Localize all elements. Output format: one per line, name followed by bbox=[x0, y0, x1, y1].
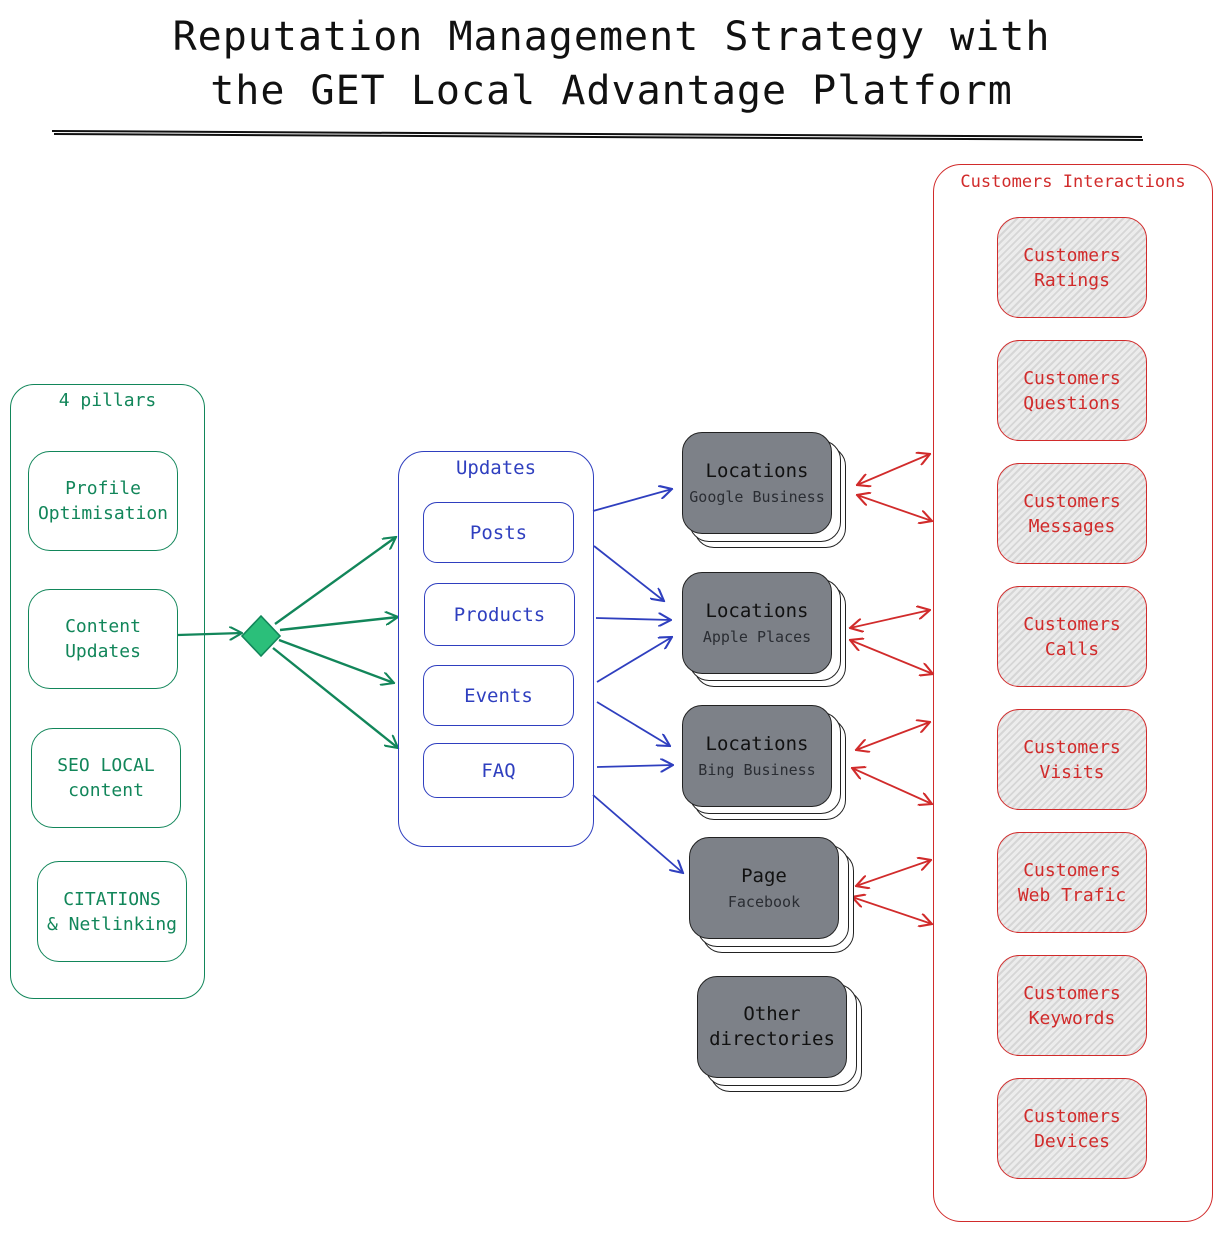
arrow-facebook-interactions-a bbox=[856, 860, 931, 886]
update-events[interactable]: Events bbox=[423, 665, 574, 726]
interactions-container bbox=[933, 164, 1213, 1222]
arrow-posts-apple bbox=[593, 545, 664, 601]
arrow-facebook-interactions-b bbox=[852, 897, 932, 924]
pillar-line: Content bbox=[65, 616, 141, 637]
interaction-line: Customers bbox=[1023, 859, 1121, 881]
interaction-devices[interactable]: Customers Devices bbox=[997, 1078, 1147, 1179]
updates-container bbox=[398, 451, 594, 847]
pillar-citations-netlinking[interactable]: CITATIONS & Netlinking bbox=[37, 861, 187, 962]
interaction-visits[interactable]: Customers Visits bbox=[997, 709, 1147, 810]
interaction-line: Customers bbox=[1023, 244, 1121, 266]
arrow-apple-interactions-a bbox=[850, 610, 930, 628]
interaction-line: Messages bbox=[1028, 515, 1116, 537]
pillars-container bbox=[10, 384, 205, 999]
directory-subtitle: Google Business bbox=[689, 488, 825, 506]
interaction-keywords[interactable]: Customers Keywords bbox=[997, 955, 1147, 1056]
updates-label: Updates bbox=[455, 457, 537, 479]
arrow-content-to-junction bbox=[177, 633, 242, 635]
arrow-updates-facebook bbox=[592, 794, 683, 873]
update-faq[interactable]: FAQ bbox=[423, 743, 574, 798]
interaction-calls[interactable]: Customers Calls bbox=[997, 586, 1147, 687]
interaction-line: Ratings bbox=[1034, 269, 1110, 291]
arrow-faq-bing bbox=[596, 765, 673, 767]
pillar-line: CITATIONS bbox=[63, 888, 161, 910]
interactions-label: Customers Interactions bbox=[960, 172, 1186, 192]
pillars-label: 4 pillars bbox=[58, 390, 157, 411]
interaction-questions[interactable]: Customers Questions bbox=[997, 340, 1147, 441]
interaction-line: Keywords bbox=[1028, 1007, 1116, 1029]
directory-title: Locations bbox=[705, 460, 809, 482]
pillar-content-updates[interactable]: Content Updates bbox=[28, 589, 178, 689]
pillar-line: SEO LOCAL bbox=[57, 755, 155, 776]
directory-title: Locations bbox=[705, 733, 809, 755]
arrow-updates-google bbox=[592, 489, 672, 512]
arrow-bing-interactions-a bbox=[856, 722, 930, 750]
arrow-junction-4 bbox=[272, 647, 398, 748]
title-underline bbox=[51, 130, 1144, 141]
directory-subtitle: Bing Business bbox=[698, 761, 816, 779]
interaction-line: Customers bbox=[1023, 490, 1121, 512]
directory-bing-business[interactable]: Locations Bing Business bbox=[682, 705, 832, 807]
interaction-line: Customers bbox=[1023, 982, 1121, 1004]
directory-apple-places[interactable]: Locations Apple Places bbox=[682, 572, 832, 674]
directory-google-business[interactable]: Locations Google Business bbox=[682, 432, 832, 534]
arrow-bing-interactions-b bbox=[852, 768, 932, 804]
interaction-line: Customers bbox=[1023, 367, 1121, 389]
pillar-line: Updates bbox=[65, 641, 141, 662]
pillar-line: Optimisation bbox=[37, 503, 169, 524]
pillar-line: content bbox=[68, 780, 144, 801]
arrow-apple-interactions-b bbox=[850, 640, 933, 674]
arrow-junction-2 bbox=[279, 617, 398, 632]
interaction-web-trafic[interactable]: Customers Web Trafic bbox=[997, 832, 1147, 933]
pillar-line: & Netlinking bbox=[46, 913, 178, 935]
interaction-line: Customers bbox=[1023, 736, 1121, 758]
diagram-title-line-2: the GET Local Advantage Platform bbox=[210, 68, 1013, 114]
pillar-seo-local-content[interactable]: SEO LOCAL content bbox=[31, 728, 181, 828]
directory-title: Locations bbox=[705, 600, 809, 622]
arrow-junction-1 bbox=[274, 537, 396, 625]
diagram-title-line-1: Reputation Management Strategy with bbox=[172, 14, 1051, 60]
directory-subtitle: Apple Places bbox=[702, 628, 812, 646]
interaction-ratings[interactable]: Customers Ratings bbox=[997, 217, 1147, 318]
arrow-junction-3 bbox=[278, 638, 394, 683]
directory-other[interactable]: Other directories bbox=[697, 976, 847, 1078]
directory-title: Page bbox=[741, 865, 787, 887]
interaction-line: Web Trafic bbox=[1017, 884, 1127, 906]
arrow-products-apple bbox=[595, 618, 671, 620]
interaction-line: Questions bbox=[1023, 392, 1121, 414]
interaction-line: Devices bbox=[1034, 1130, 1110, 1152]
directory-subtitle: Facebook bbox=[727, 893, 801, 911]
arrow-google-interactions-a bbox=[857, 454, 930, 485]
directory-title: Other directories bbox=[709, 1003, 835, 1050]
arrow-google-interactions-b bbox=[857, 495, 932, 521]
pillar-profile-optimisation[interactable]: Profile Optimisation bbox=[28, 451, 178, 551]
interaction-line: Customers bbox=[1023, 613, 1121, 635]
interaction-line: Customers bbox=[1023, 1105, 1121, 1127]
interaction-line: Calls bbox=[1044, 638, 1100, 660]
junction-diamond bbox=[240, 614, 282, 658]
pillar-line: Profile bbox=[65, 478, 141, 499]
arrow-events-bing bbox=[596, 701, 670, 746]
interaction-messages[interactable]: Customers Messages bbox=[997, 463, 1147, 564]
update-products[interactable]: Products bbox=[424, 583, 575, 646]
interaction-line: Visits bbox=[1039, 761, 1105, 783]
directory-facebook-page[interactable]: Page Facebook bbox=[689, 837, 839, 939]
update-posts[interactable]: Posts bbox=[423, 502, 574, 563]
arrow-events-apple bbox=[596, 637, 672, 683]
